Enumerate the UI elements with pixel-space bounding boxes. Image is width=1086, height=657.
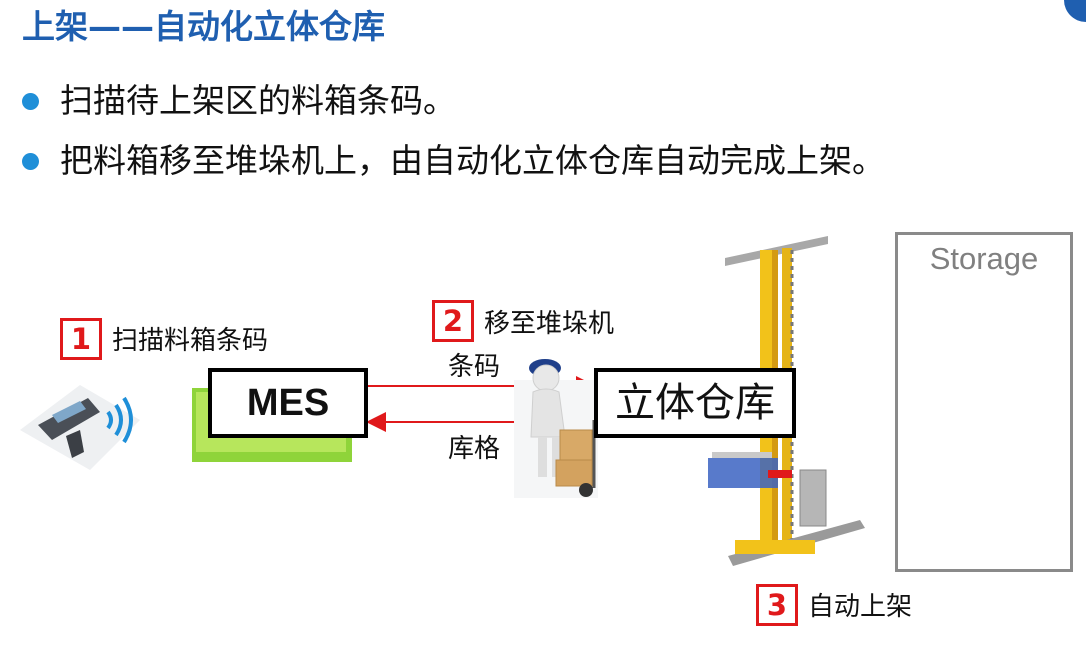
storage-rack: Storage (895, 232, 1073, 572)
bullet-list: 扫描待上架区的料箱条码。 把料箱移至堆垛机上，由自动化立体仓库自动完成上架。 (20, 80, 885, 200)
step-2-label: 移至堆垛机 (484, 309, 615, 339)
bullet-text: 把料箱移至堆垛机上，由自动化立体仓库自动完成上架。 (60, 141, 885, 180)
step-3-badge: 3 (756, 584, 798, 626)
step-3-label: 自动上架 (808, 592, 913, 622)
slide-title: 上架——自动化立体仓库 (22, 7, 385, 46)
arrow-label-location: 库格 (448, 434, 501, 464)
mes-node: MES (208, 368, 368, 438)
scanner-backdrop (20, 385, 140, 470)
arrow-label-barcode: 条码 (448, 352, 501, 382)
worker-cart-icon (514, 359, 598, 498)
step-1-badge: 1 (60, 318, 102, 360)
bullet-dot-icon (22, 93, 39, 110)
bullet-dot-icon (22, 153, 39, 170)
warehouse-node: 立体仓库 (594, 368, 796, 438)
step-2-badge: 2 (432, 300, 474, 342)
bullet-text: 扫描待上架区的料箱条码。 (60, 81, 456, 120)
storage-title: Storage (929, 241, 1039, 276)
bullet-item: 把料箱移至堆垛机上，由自动化立体仓库自动完成上架。 (20, 140, 885, 200)
step-1-label: 扫描料箱条码 (112, 326, 269, 356)
bullet-item: 扫描待上架区的料箱条码。 (20, 80, 885, 140)
barcode-scanner-icon (38, 396, 133, 458)
